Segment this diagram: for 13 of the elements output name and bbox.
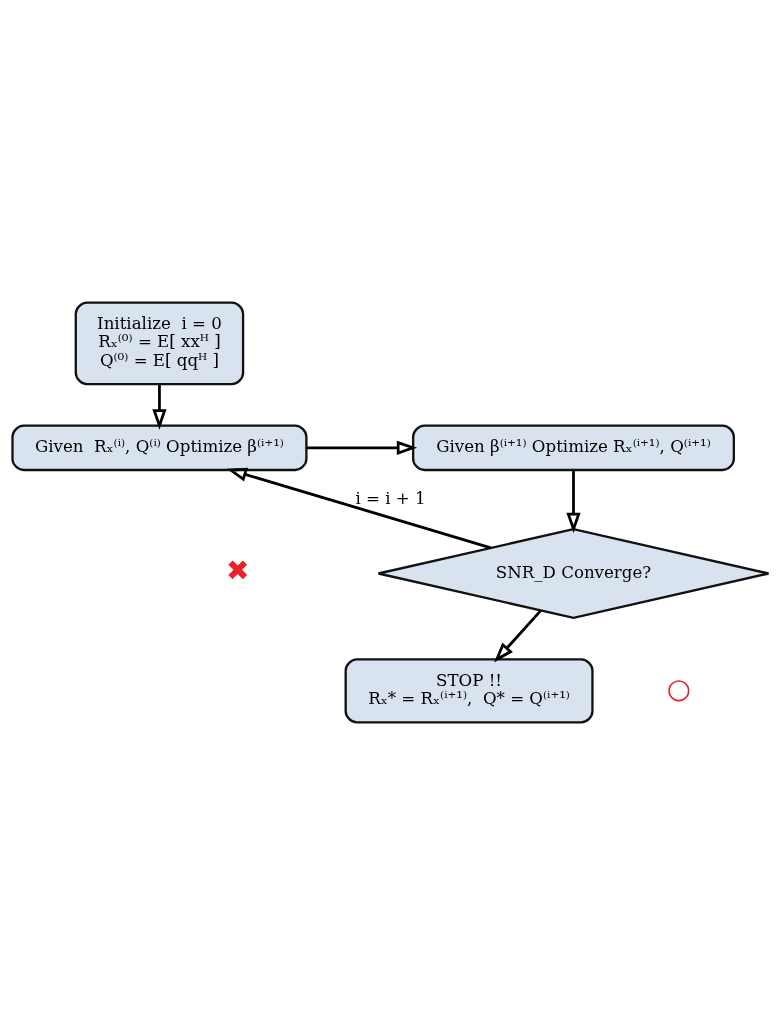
arrow xyxy=(152,384,167,430)
label: ○ xyxy=(666,671,691,705)
node-box: Given Rₓ⁽ⁱ⁾, Q⁽ⁱ⁾ Optimize β⁽ⁱ⁺¹⁾ xyxy=(11,424,308,472)
node-box: STOP !! Rₓ* = Rₓ⁽ⁱ⁺¹⁾, Q* = Q⁽ⁱ⁺¹⁾ xyxy=(344,658,594,724)
node-box: Given β⁽ⁱ⁺¹⁾ Optimize Rₓ⁽ⁱ⁺¹⁾, Q⁽ⁱ⁺¹⁾ xyxy=(412,424,735,472)
arrow xyxy=(566,470,581,534)
node-box: Initialize i = 0 Rₓ⁽⁰⁾ = E[ xxᴴ ] Q⁽⁰⁾ = E[ qqᴴ ] xyxy=(74,301,245,386)
arrow xyxy=(494,609,542,663)
node-diamond: SNR_D Converge? xyxy=(377,527,770,620)
label: ✖ xyxy=(226,554,250,588)
arrow xyxy=(226,467,492,550)
edge-label: i = i + 1 xyxy=(355,488,426,508)
arrow xyxy=(306,440,418,455)
